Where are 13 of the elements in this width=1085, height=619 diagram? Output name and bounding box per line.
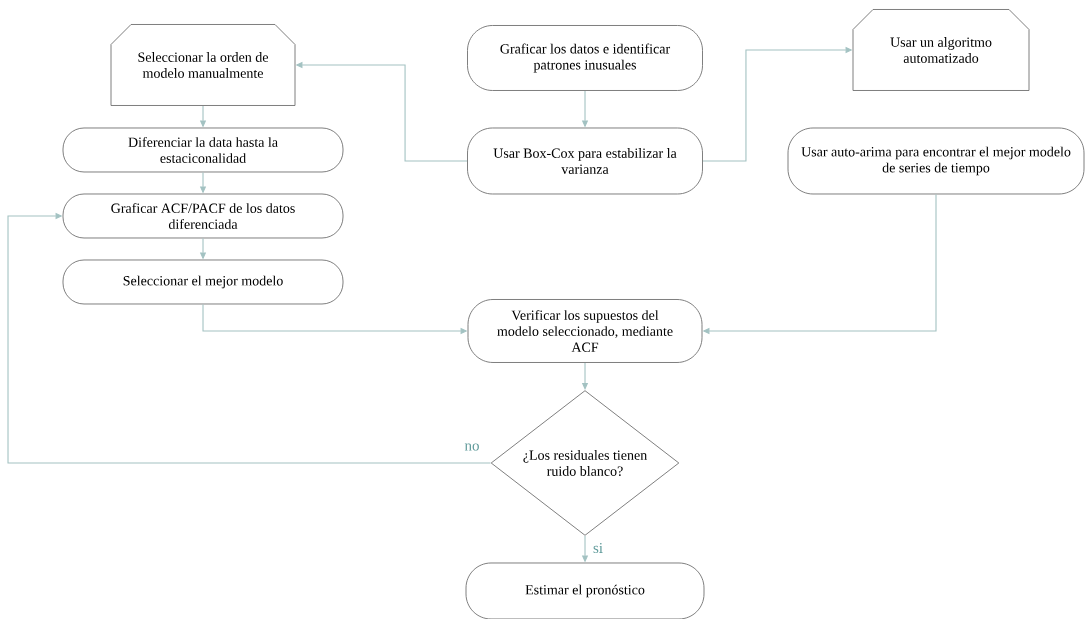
process-box: Diferenciar la data hasta la estaciconalidad	[62, 127, 344, 173]
manual-operation-box: Seleccionar la orden de modelo manualmente	[110, 24, 296, 106]
process-box: Graficar ACF/PACF de los datos diferenciada	[62, 193, 344, 239]
process-box: Usar auto-arima para encontrar el mejor modelo de series de tiempo	[787, 127, 1085, 195]
process-box: Verificar los supuestos del modelo seleccionado, mediante ACF	[467, 299, 703, 363]
edge-label: no	[463, 442, 481, 452]
process-box: Seleccionar el mejor modelo	[62, 259, 344, 305]
process-box: Graficar los datos e identificar patrones inusuales	[467, 25, 703, 91]
process-box: Estimar el pronóstico	[465, 562, 705, 619]
arrow	[7, 212, 492, 464]
process-box: Usar Box-Cox para estabilizar la varianza	[467, 127, 703, 195]
edge-label: si	[592, 541, 604, 555]
manual-operation-box: Usar un algoritmo automatizado	[852, 9, 1030, 91]
